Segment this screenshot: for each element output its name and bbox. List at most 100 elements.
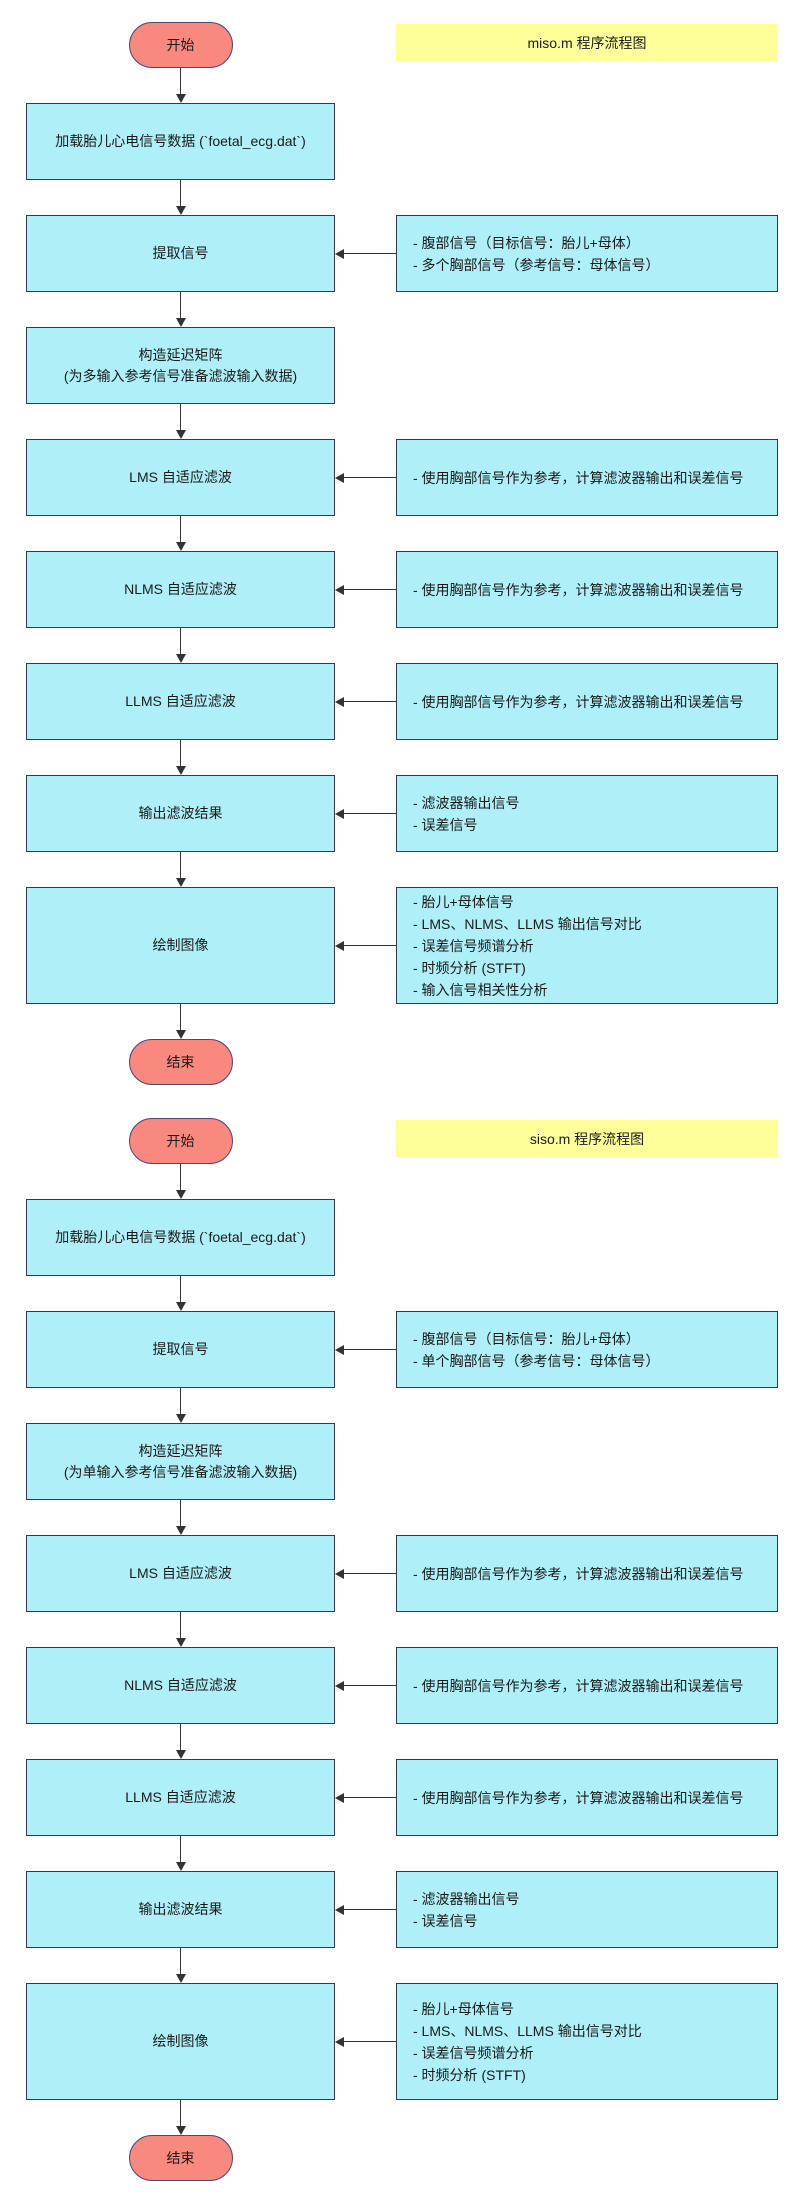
process-node-build-delay-matrix-miso: 构造延迟矩阵(为多输入参考信号准备滤波输入数据) <box>26 327 335 404</box>
arrow-down-icon <box>175 1862 186 1871</box>
arrow-down-icon <box>175 430 186 439</box>
note-output-results-miso: - 滤波器输出信号- 误差信号 <box>396 775 778 852</box>
process-node-extract-signal-siso: 提取信号 <box>26 1311 335 1388</box>
note-line: - 误差信号 <box>413 1912 478 1929</box>
note-line: - 使用胸部信号作为参考，计算滤波器输出和误差信号 <box>413 1789 744 1806</box>
note-plot-figures-siso: - 胎儿+母体信号- LMS、NLMS、LLMS 输出信号对比- 误差信号频谱分… <box>396 1983 778 2100</box>
note-lms-filter-miso: - 使用胸部信号作为参考，计算滤波器输出和误差信号 <box>396 439 778 516</box>
process-node-llms-filter-miso: LLMS 自适应滤波 <box>26 663 335 740</box>
label-line: 结束 <box>166 1053 195 1070</box>
label-line: LMS 自适应滤波 <box>129 1565 232 1581</box>
flow-connector-line <box>179 1164 182 1191</box>
arrow-down-icon <box>175 1190 186 1199</box>
flow-connector-line <box>179 740 182 767</box>
flow-connector-line <box>179 1836 182 1863</box>
label-line: 输出滤波结果 <box>138 805 223 821</box>
arrow-left-icon <box>335 248 344 259</box>
label-line: 提取信号 <box>152 245 209 261</box>
flow-connector-line <box>179 68 182 95</box>
flow-connector-line <box>179 516 182 543</box>
flow-connector-line <box>179 1276 182 1303</box>
end-node-miso: 结束 <box>128 1039 233 1085</box>
note-connector-line <box>343 1908 396 1911</box>
note-connector-line <box>343 588 396 591</box>
note-connector-line <box>343 944 396 947</box>
chart-title-siso: siso.m 程序流程图 <box>396 1120 778 1157</box>
label-line: LLMS 自适应滤波 <box>125 1789 236 1805</box>
arrow-left-icon <box>335 1792 344 1803</box>
note-llms-filter-siso: - 使用胸部信号作为参考，计算滤波器输出和误差信号 <box>396 1759 778 1836</box>
label-line: 加载胎儿心电信号数据 (`foetal_ecg.dat`) <box>55 133 306 149</box>
process-node-load-data-miso: 加载胎儿心电信号数据 (`foetal_ecg.dat`) <box>26 103 335 180</box>
process-node-lms-filter-siso: LMS 自适应滤波 <box>26 1535 335 1612</box>
process-node-lms-filter-miso: LMS 自适应滤波 <box>26 439 335 516</box>
arrow-down-icon <box>175 766 186 775</box>
flow-connector-line <box>179 628 182 655</box>
note-line: - 多个胸部信号（参考信号：母体信号） <box>413 256 660 273</box>
note-line: - 使用胸部信号作为参考，计算滤波器输出和误差信号 <box>413 469 744 486</box>
flow-connector-line <box>179 180 182 207</box>
arrow-left-icon <box>335 808 344 819</box>
flow-connector-line <box>179 2100 182 2127</box>
note-line: - 输入信号相关性分析 <box>413 981 548 998</box>
label-line: (为多输入参考信号准备滤波输入数据) <box>63 367 298 384</box>
flow-connector-line <box>179 1500 182 1527</box>
arrow-down-icon <box>175 1974 186 1983</box>
flow-connector-line <box>179 1724 182 1751</box>
flow-connector-line <box>179 404 182 431</box>
flow-connector-line <box>179 852 182 879</box>
arrow-down-icon <box>175 1750 186 1759</box>
note-output-results-siso: - 滤波器输出信号 - 误差信号 <box>396 1871 778 1948</box>
note-line: - 时频分析 (STFT) <box>413 959 526 976</box>
label-line: 结束 <box>166 2149 195 2166</box>
start-node-siso: 开始 <box>128 1118 233 1164</box>
arrow-down-icon <box>175 1030 186 1039</box>
arrow-left-icon <box>335 2036 344 2047</box>
note-line: - 使用胸部信号作为参考，计算滤波器输出和误差信号 <box>413 1677 744 1694</box>
process-node-plot-figures-siso: 绘制图像 <box>26 1983 335 2100</box>
arrow-down-icon <box>175 1526 186 1535</box>
process-node-plot-figures-miso: 绘制图像 <box>26 887 335 1004</box>
note-line: - 滤波器输出信号 <box>413 1890 520 1907</box>
label-line: 绘制图像 <box>152 2033 209 2049</box>
flow-connector-line <box>179 1004 182 1031</box>
process-node-nlms-filter-siso: NLMS 自适应滤波 <box>26 1647 335 1724</box>
note-lms-filter-siso: - 使用胸部信号作为参考，计算滤波器输出和误差信号 <box>396 1535 778 1612</box>
arrow-down-icon <box>175 654 186 663</box>
process-node-load-data-siso: 加载胎儿心电信号数据 (`foetal_ecg.dat`) <box>26 1199 335 1276</box>
arrow-left-icon <box>335 1344 344 1355</box>
note-llms-filter-miso: - 使用胸部信号作为参考，计算滤波器输出和误差信号 <box>396 663 778 740</box>
note-line: - 误差信号频谱分析 <box>413 937 534 954</box>
note-line: - 腹部信号（目标信号：胎儿+母体） <box>413 1330 640 1347</box>
chart-title-text: siso.m 程序流程图 <box>529 1130 645 1147</box>
arrow-left-icon <box>335 1680 344 1691</box>
arrow-down-icon <box>175 2126 186 2135</box>
arrow-down-icon <box>175 206 186 215</box>
note-connector-line <box>343 2040 396 2043</box>
note-line: - LMS、NLMS、LLMS 输出信号对比 <box>413 2022 642 2039</box>
note-line: - 使用胸部信号作为参考，计算滤波器输出和误差信号 <box>413 1565 744 1582</box>
process-node-output-results-miso: 输出滤波结果 <box>26 775 335 852</box>
note-line: - 单个胸部信号（参考信号：母体信号） <box>413 1352 660 1369</box>
note-line: - 使用胸部信号作为参考，计算滤波器输出和误差信号 <box>413 581 744 598</box>
arrow-left-icon <box>335 584 344 595</box>
label-line: 加载胎儿心电信号数据 (`foetal_ecg.dat`) <box>55 1229 306 1245</box>
label-line: LMS 自适应滤波 <box>129 469 232 485</box>
note-connector-line <box>343 252 396 255</box>
label-line: 提取信号 <box>152 1341 209 1357</box>
label-line: LLMS 自适应滤波 <box>125 693 236 709</box>
label-line: 输出滤波结果 <box>138 1901 223 1917</box>
arrow-left-icon <box>335 696 344 707</box>
note-line: - 时频分析 (STFT) <box>413 2066 526 2083</box>
flow-connector-line <box>179 1948 182 1975</box>
label-line: (为单输入参考信号准备滤波输入数据) <box>63 1463 298 1480</box>
flow-connector-line <box>179 292 182 319</box>
label-line: 开始 <box>166 1132 195 1149</box>
arrow-left-icon <box>335 1904 344 1915</box>
arrow-left-icon <box>335 940 344 951</box>
flow-connector-line <box>179 1612 182 1639</box>
chart-title-miso: miso.m 程序流程图 <box>396 24 778 61</box>
arrow-left-icon <box>335 1568 344 1579</box>
label-line: NLMS 自适应滤波 <box>124 1677 237 1693</box>
